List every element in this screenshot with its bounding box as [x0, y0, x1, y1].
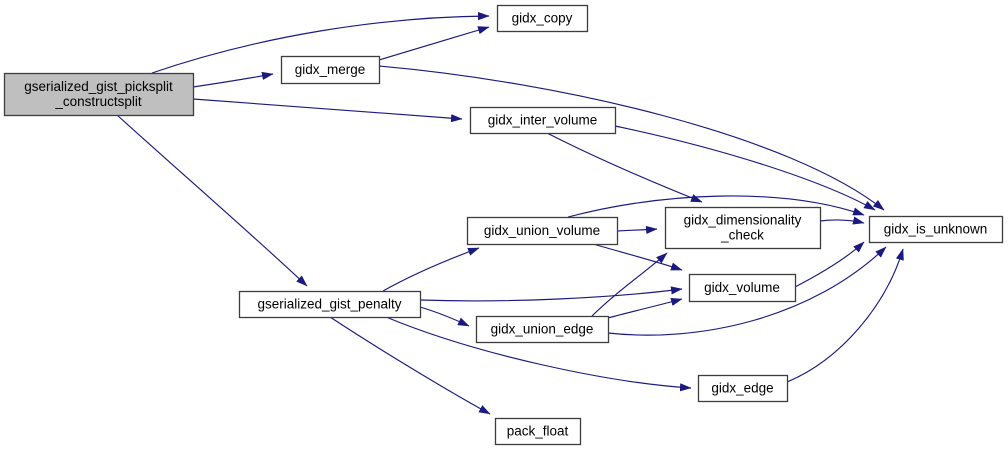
edge-gidx_inter_volume-to-gidx_dimensionality_check — [546, 132, 703, 203]
edge-gserialized_gist_penalty-to-gidx_union_edge — [419, 306, 470, 327]
edge-gidx_merge-to-gidx_copy — [378, 26, 490, 61]
node-label-gidx_inter_volume: gidx_inter_volume — [488, 113, 598, 128]
node-gidx_union_volume[interactable]: gidx_union_volume — [466, 216, 619, 246]
node-label-gidx_copy: gidx_copy — [512, 11, 573, 26]
node-gidx_copy[interactable]: gidx_copy — [496, 4, 589, 33]
node-gidx_volume[interactable]: gidx_volume — [688, 273, 797, 303]
node-box-gidx_union_edge[interactable] — [475, 315, 610, 344]
edge-gserialized_gist_picksplit_constructsplit-to-gserialized_gist_penalty — [116, 114, 308, 287]
edge-gserialized_gist_penalty-to-gidx_edge — [385, 316, 692, 392]
edge-gidx_union_edge-to-gidx_is_unknown — [607, 246, 887, 336]
node-box-gidx_volume[interactable] — [688, 273, 797, 303]
node-label-gidx_union_volume: gidx_union_volume — [484, 223, 600, 238]
edge-gidx_union_volume-to-gidx_volume — [592, 243, 683, 271]
node-box-gidx_dimensionality_check[interactable] — [664, 206, 822, 250]
node-gidx_inter_volume[interactable]: gidx_inter_volume — [469, 106, 617, 135]
node-gidx_union_edge[interactable]: gidx_union_edge — [475, 315, 610, 344]
node-box-pack_float[interactable] — [494, 417, 582, 446]
edge-gidx_inter_volume-to-gidx_is_unknown — [614, 125, 876, 211]
node-label-gserialized_gist_picksplit_constructsplit-line2: _constructsplit — [54, 94, 142, 109]
node-box-gidx_union_volume[interactable] — [466, 216, 619, 246]
node-box-gserialized_gist_picksplit_constructsplit — [3, 72, 195, 117]
node-label-gidx_volume: gidx_volume — [704, 280, 780, 295]
edge-gidx_union_volume-to-gidx_dimensionality_check — [616, 225, 658, 234]
edge-gserialized_gist_penalty-to-pack_float — [329, 316, 491, 415]
node-pack_float[interactable]: pack_float — [494, 417, 582, 446]
node-gserialized_gist_penalty[interactable]: gserialized_gist_penalty — [238, 290, 422, 319]
edge-layer — [116, 12, 904, 415]
edge-gidx_union_volume-to-gidx_is_unknown — [567, 195, 865, 218]
node-label-gserialized_gist_picksplit_constructsplit-line1: gserialized_gist_picksplit — [24, 79, 173, 94]
node-gidx_is_unknown[interactable]: gidx_is_unknown — [868, 215, 1004, 244]
node-box-gidx_merge[interactable] — [280, 55, 381, 85]
node-gserialized_gist_picksplit_constructsplit: gserialized_gist_picksplit_constructspli… — [3, 72, 195, 117]
node-gidx_dimensionality_check[interactable]: gidx_dimensionality_check — [664, 206, 822, 250]
node-box-gidx_is_unknown[interactable] — [868, 215, 1004, 244]
node-label-gidx_dimensionality_check-line2: _check — [720, 228, 764, 243]
edge-gserialized_gist_picksplit_constructsplit-to-gidx_copy — [151, 12, 490, 74]
node-label-gserialized_gist_penalty: gserialized_gist_penalty — [257, 297, 401, 312]
edge-gidx_merge-to-gidx_is_unknown — [378, 65, 885, 211]
edge-gidx_union_edge-to-gidx_volume — [607, 297, 683, 319]
node-box-gidx_copy[interactable] — [496, 4, 589, 33]
edge-gserialized_gist_penalty-to-gidx_volume — [419, 286, 683, 302]
edge-gserialized_gist_picksplit_constructsplit-to-gidx_inter_volume — [192, 98, 463, 123]
node-gidx_edge[interactable]: gidx_edge — [697, 374, 789, 403]
edge-gidx_edge-to-gidx_is_unknown — [786, 248, 904, 383]
node-gidx_merge[interactable]: gidx_merge — [280, 55, 381, 85]
node-box-gidx_edge[interactable] — [697, 374, 789, 403]
edge-gidx_union_edge-to-gidx_dimensionality_check — [591, 252, 668, 317]
node-layer: gserialized_gist_picksplit_constructspli… — [3, 4, 1004, 446]
node-label-gidx_edge: gidx_edge — [711, 381, 773, 396]
node-label-gidx_merge: gidx_merge — [295, 62, 366, 77]
node-label-pack_float: pack_float — [507, 424, 569, 439]
edge-gserialized_gist_penalty-to-gidx_union_volume — [382, 247, 480, 292]
node-box-gserialized_gist_penalty[interactable] — [238, 290, 422, 319]
node-label-gidx_is_unknown: gidx_is_unknown — [884, 222, 988, 237]
node-label-gidx_union_edge: gidx_union_edge — [491, 322, 594, 337]
edge-gidx_dimensionality_check-to-gidx_is_unknown — [819, 216, 865, 225]
node-label-gidx_dimensionality_check-line1: gidx_dimensionality — [684, 213, 802, 228]
edge-gserialized_gist_picksplit_constructsplit-to-gidx_merge — [192, 71, 274, 88]
edge-gidx_volume-to-gidx_is_unknown — [794, 241, 865, 288]
node-box-gidx_inter_volume[interactable] — [469, 106, 617, 135]
